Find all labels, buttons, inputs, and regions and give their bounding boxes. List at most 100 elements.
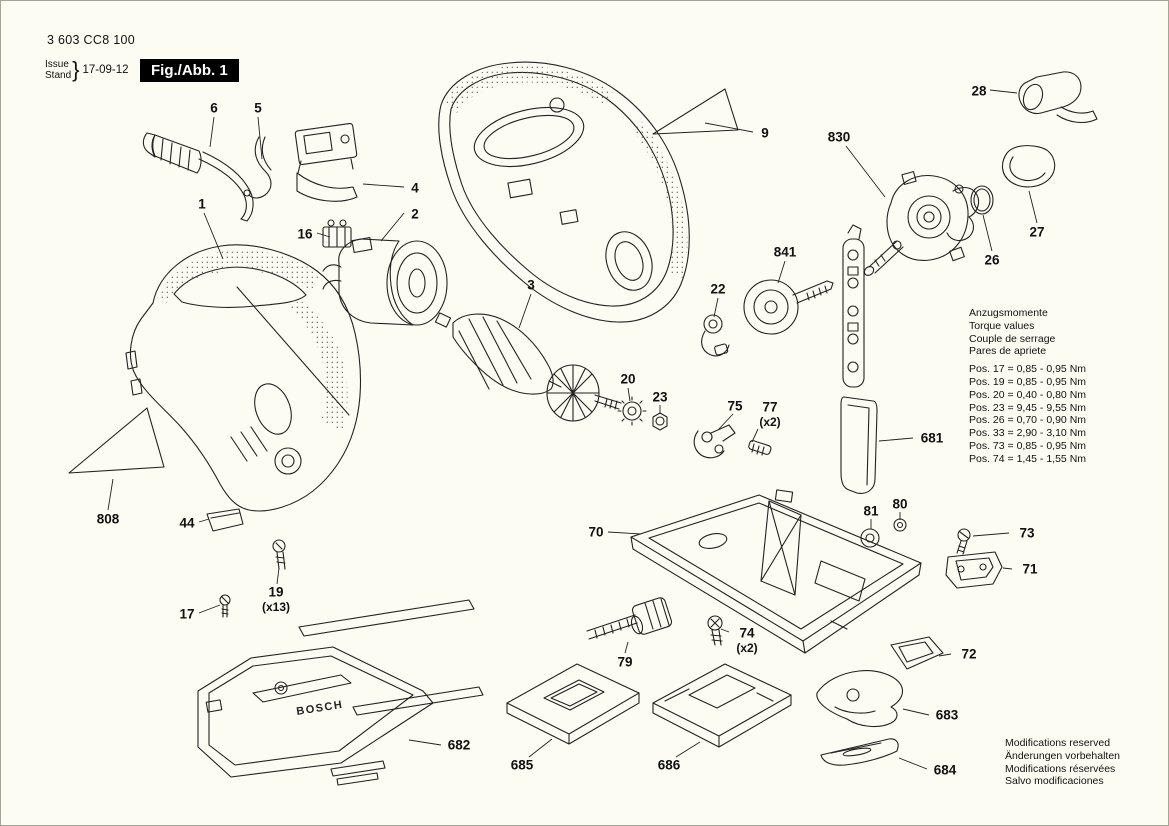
part-label-27: 27 (1029, 224, 1045, 240)
part-label-1: 1 (198, 196, 206, 212)
part-label-17: 17 (179, 606, 195, 622)
part-blade-strip (842, 224, 865, 388)
torque-heading-de: Anzugsmomente (969, 307, 1048, 319)
part-label-44: 44 (179, 515, 195, 531)
part-bushing (860, 528, 880, 548)
part-label-28: 28 (971, 83, 987, 99)
part-label-5: 5 (254, 100, 262, 116)
part-gear-plate (863, 171, 980, 276)
part-lever-75 (693, 424, 736, 459)
part-label-3: 3 (527, 277, 535, 293)
part-label-9: 9 (761, 125, 769, 141)
part-label-23: 23 (652, 389, 668, 405)
torque-entry: Pos. 73 = 0,85 - 0,95 Nm (969, 439, 1087, 452)
part-base-plate (630, 489, 922, 654)
part-armature (434, 312, 622, 422)
part-label-681: 681 (920, 430, 944, 446)
part-label-22: 22 (710, 281, 726, 297)
issue-stand-block: Issue Stand } 17-09-12 (45, 57, 129, 83)
part-label-80: 80 (892, 496, 908, 512)
part-spring-684 (820, 738, 899, 766)
part-label-841: 841 (773, 244, 797, 260)
modifications-line-fr: Modifications réservées (1005, 762, 1116, 775)
part-label-20: 20 (620, 371, 636, 387)
part-switch (294, 122, 358, 202)
type-number: 3 603 CC8 100 (47, 33, 135, 47)
part-small-nut (893, 518, 907, 532)
stand-label: Stand (45, 70, 72, 81)
part-screw-19 (272, 539, 286, 570)
part-label-19-qty: (x13) (261, 600, 291, 614)
modifications-line-en: Modifications reserved (1005, 737, 1111, 749)
part-label-triangle-top (652, 88, 739, 135)
part-main-housing (125, 244, 362, 512)
part-label-74: 74 (739, 625, 755, 641)
part-label-682: 682 (447, 737, 471, 753)
part-label-4: 4 (411, 180, 419, 196)
part-label-71: 71 (1022, 561, 1038, 577)
part-pin-77 (748, 440, 772, 456)
part-screw-17 (219, 594, 231, 618)
part-label-2: 2 (411, 206, 419, 222)
torque-entry: Pos. 17 = 0,85 - 0,95 Nm (969, 363, 1087, 376)
part-label-77: 77 (762, 399, 778, 415)
part-clip (1002, 145, 1056, 188)
part-bolt-79 (586, 597, 673, 640)
part-label-683: 683 (935, 707, 959, 723)
torque-entry: Pos. 33 = 2,90 - 3,10 Nm (969, 427, 1087, 440)
brace-glyph: } (72, 57, 80, 82)
part-frame-72 (890, 636, 944, 670)
part-screw-73 (956, 528, 971, 555)
part-clamp-71 (945, 551, 1003, 589)
torque-heading-en: Torque values (969, 319, 1035, 332)
plate-logo-text: BOSCH (296, 699, 345, 718)
part-label-686: 686 (657, 757, 681, 773)
leader-lines (107, 89, 1038, 770)
figure-title: Fig./Abb. 1 (140, 59, 239, 82)
issue-date: 17-09-12 (82, 64, 129, 76)
part-foot-plate: BOSCH (197, 599, 484, 786)
torque-entry: Pos. 23 = 9,45 - 9,55 Nm (969, 401, 1087, 414)
torque-entry: Pos. 74 = 1,45 - 1,55 Nm (969, 452, 1087, 465)
part-guard (840, 396, 878, 494)
part-label-808: 808 (96, 511, 120, 527)
part-terminal (322, 219, 352, 248)
part-counterweight (743, 279, 834, 335)
part-label-75: 75 (727, 398, 743, 414)
torque-values-note: Anzugsmomente Torque values Couple de se… (969, 307, 1086, 466)
part-label-19: 19 (268, 584, 284, 600)
part-sliding-shoe (506, 663, 640, 745)
part-label-70: 70 (588, 524, 604, 540)
part-label-684: 684 (933, 762, 957, 778)
part-nut (652, 412, 668, 431)
part-o-ring (970, 185, 994, 215)
torque-heading-es: Pares de apriete (969, 345, 1047, 358)
part-label-74-qty: (x2) (736, 641, 758, 655)
part-label-26: 26 (984, 252, 1000, 268)
torque-entry: Pos. 19 = 0,85 - 0,95 Nm (969, 375, 1087, 388)
modifications-note: Modifications reserved Änderungen vorbeh… (1005, 737, 1120, 788)
torque-heading-fr: Couple de serrage (969, 332, 1056, 345)
part-label-16: 16 (297, 226, 313, 242)
torque-entry: Pos. 26 = 0,70 - 0,90 Nm (969, 414, 1087, 427)
part-label-72: 72 (961, 646, 977, 662)
part-nozzle (1018, 71, 1098, 124)
torque-entry: Pos. 20 = 0,40 - 0,80 Nm (969, 388, 1087, 401)
modifications-line-es: Salvo modificaciones (1005, 775, 1104, 788)
part-insert-686 (652, 663, 792, 748)
part-insert-683 (816, 670, 904, 728)
part-wire (243, 136, 272, 199)
part-label-81: 81 (863, 503, 879, 519)
part-pinion (617, 396, 647, 426)
part-roller-bracket (701, 314, 730, 357)
part-label-830: 830 (827, 129, 851, 145)
part-label-77-qty: (x2) (759, 415, 781, 429)
part-stator (322, 236, 448, 326)
part-label-6: 6 (210, 100, 218, 116)
part-label-73: 73 (1019, 525, 1035, 541)
part-strain-relief (142, 132, 254, 222)
modifications-line-de: Änderungen vorbehalten (1005, 749, 1121, 762)
issue-label: Issue (45, 59, 69, 70)
